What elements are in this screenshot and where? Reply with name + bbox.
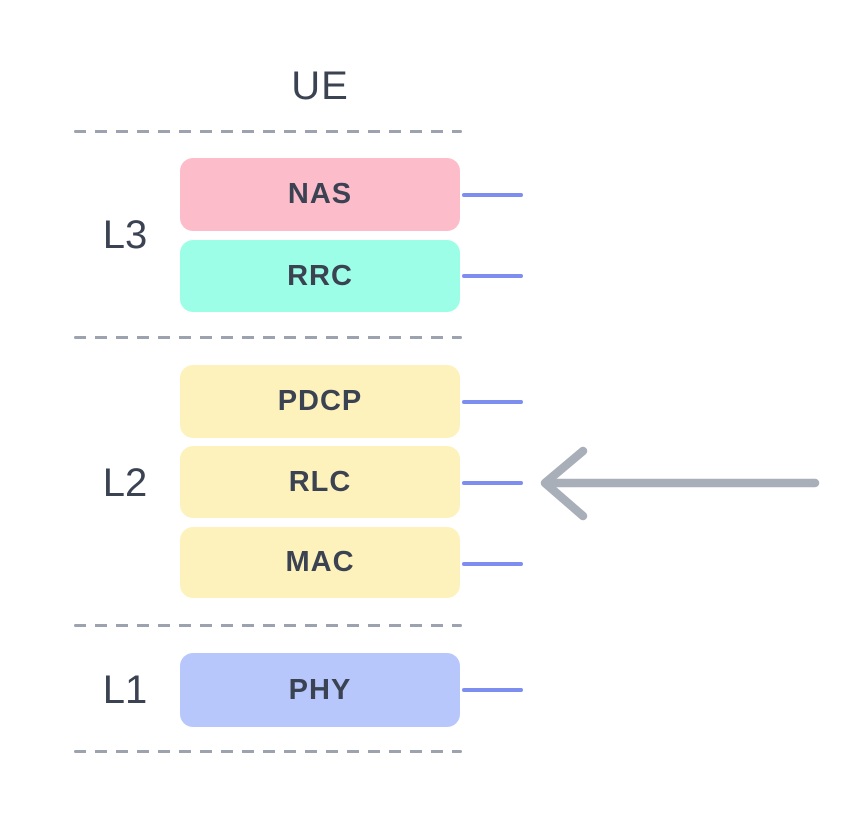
block-rlc: RLC [180, 446, 460, 518]
layer-divider [74, 130, 462, 133]
block-label: PDCP [277, 385, 363, 417]
layer-label-l2: L2 [102, 461, 148, 505]
layer-divider [74, 624, 462, 627]
block-label: RLC [288, 465, 352, 498]
layer-divider [74, 336, 462, 339]
layer-label-l3: L3 [102, 213, 148, 257]
block-label: NAS [287, 178, 353, 210]
layer-label-l1: L1 [102, 668, 148, 712]
arrow-left-icon [536, 441, 824, 527]
block-pdcp: PDCP [180, 365, 460, 438]
block-label: MAC [285, 546, 355, 578]
block-nas: NAS [180, 158, 460, 231]
connector-line-rlc [462, 481, 523, 485]
block-rrc: RRC [180, 240, 460, 312]
block-label: RRC [287, 259, 353, 292]
block-mac: MAC [180, 527, 460, 598]
connector-line-mac [462, 562, 523, 566]
connector-line-phy [462, 688, 523, 692]
block-phy: PHY [180, 653, 460, 727]
connector-line-pdcp [462, 400, 523, 404]
layer-divider [74, 750, 462, 753]
connector-line-rrc [462, 274, 523, 278]
block-label: PHY [288, 673, 352, 706]
diagram-title: UE [291, 64, 349, 108]
connector-line-nas [462, 193, 523, 197]
